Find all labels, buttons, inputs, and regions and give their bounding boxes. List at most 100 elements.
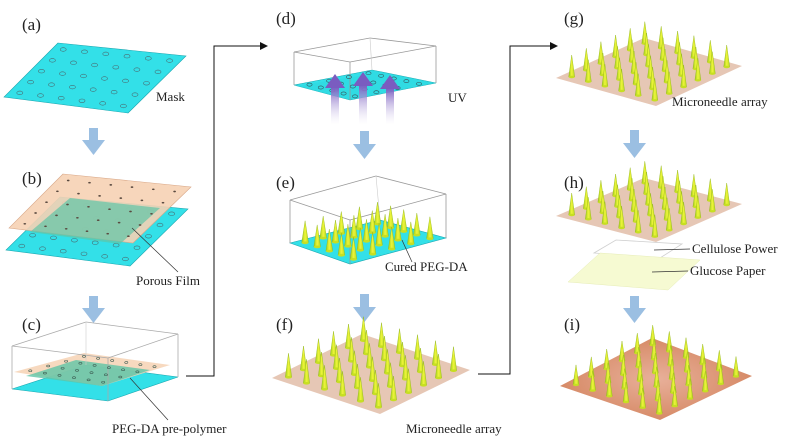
hole (88, 181, 91, 184)
microneedle-base (656, 412, 663, 415)
hole (124, 361, 129, 364)
hole (59, 47, 67, 52)
leader-cellulose (653, 248, 691, 251)
microneedle (400, 209, 408, 232)
cured-box (288, 175, 448, 265)
hole (161, 201, 165, 204)
hole (91, 62, 98, 68)
hole (34, 212, 37, 214)
hole (416, 81, 422, 86)
microneedle-base (319, 236, 327, 240)
microneedle-base (357, 400, 364, 403)
hole (101, 76, 108, 81)
hole (129, 210, 132, 213)
microneedle-base (338, 253, 345, 257)
microneedles-h (568, 161, 730, 238)
hole (101, 254, 108, 259)
hole (106, 232, 110, 235)
hole (45, 201, 48, 204)
hole (48, 82, 55, 87)
hole (378, 73, 384, 78)
hole (108, 208, 111, 211)
hole (76, 216, 79, 219)
microneedle (319, 216, 327, 239)
microneedle (634, 333, 641, 354)
hole (168, 211, 175, 216)
hole (110, 89, 118, 95)
hole (78, 98, 86, 103)
hole (59, 71, 66, 76)
hole (38, 69, 45, 74)
porous-film-overlap (30, 198, 160, 244)
hole (27, 79, 34, 85)
label-mask: Mask (156, 89, 185, 104)
hole (81, 49, 88, 54)
hole (340, 91, 347, 96)
hole (101, 380, 106, 384)
microneedle-base (420, 384, 427, 387)
panel-label-d: (d) (276, 9, 296, 28)
microneedle-base (606, 395, 613, 398)
microneedle-base (413, 233, 421, 237)
hole (85, 230, 89, 233)
microneedle-base (313, 245, 321, 249)
microneedle-base (321, 388, 328, 391)
hole (156, 222, 164, 228)
hole (29, 233, 36, 238)
pre-polymer-pores (28, 355, 157, 384)
hole (59, 249, 67, 254)
panel-label-h: (h) (564, 173, 584, 192)
down-arrow-ab (82, 128, 105, 155)
microneedle-base (709, 72, 716, 75)
microneedle-base (585, 218, 592, 221)
microneedle-base (723, 65, 730, 69)
microneedle-base (651, 235, 658, 238)
label-cured: Cured PEG-DA (385, 259, 468, 274)
hole (352, 94, 358, 99)
microneedle-base (375, 243, 383, 247)
leader-glucose (651, 270, 689, 273)
connector-f-g (478, 45, 550, 375)
microneedle-base (694, 216, 701, 219)
connector-c-d (186, 45, 260, 377)
hole (120, 103, 127, 109)
microneedle (666, 331, 673, 352)
microneedle-base (733, 375, 739, 378)
microneedle-base (702, 390, 709, 393)
hole (118, 375, 123, 379)
microneedles-g (568, 21, 730, 102)
hole (66, 179, 70, 182)
hole (145, 56, 152, 61)
hole (80, 73, 87, 79)
hole (154, 69, 162, 74)
hole (87, 205, 90, 208)
hole (345, 75, 352, 79)
microneedle-base (350, 235, 358, 239)
hole (145, 234, 152, 239)
hole (109, 184, 113, 186)
label-porous-film: Porous Film (136, 273, 200, 288)
microneedle-base (680, 222, 687, 226)
microneedle (426, 216, 434, 240)
microneedle-base (388, 247, 396, 251)
microneedle (649, 325, 656, 346)
microneedle (568, 192, 575, 216)
microneedle (568, 54, 575, 78)
microneedle-base (639, 406, 646, 409)
label-microneedle-f: Microneedle array (406, 421, 502, 436)
hole (133, 67, 141, 72)
microneedle-base (400, 230, 408, 233)
microneedle-base (601, 85, 608, 88)
hole (23, 222, 27, 225)
microneedle-base (635, 231, 642, 234)
hole (373, 90, 380, 95)
microneedle-base (394, 238, 402, 242)
microneedle-base (303, 382, 310, 385)
microneedle-base (709, 210, 716, 213)
hole (151, 188, 155, 191)
hole (126, 235, 130, 238)
hole (370, 80, 377, 85)
microneedle-base (671, 404, 678, 408)
microneedle (732, 356, 740, 377)
